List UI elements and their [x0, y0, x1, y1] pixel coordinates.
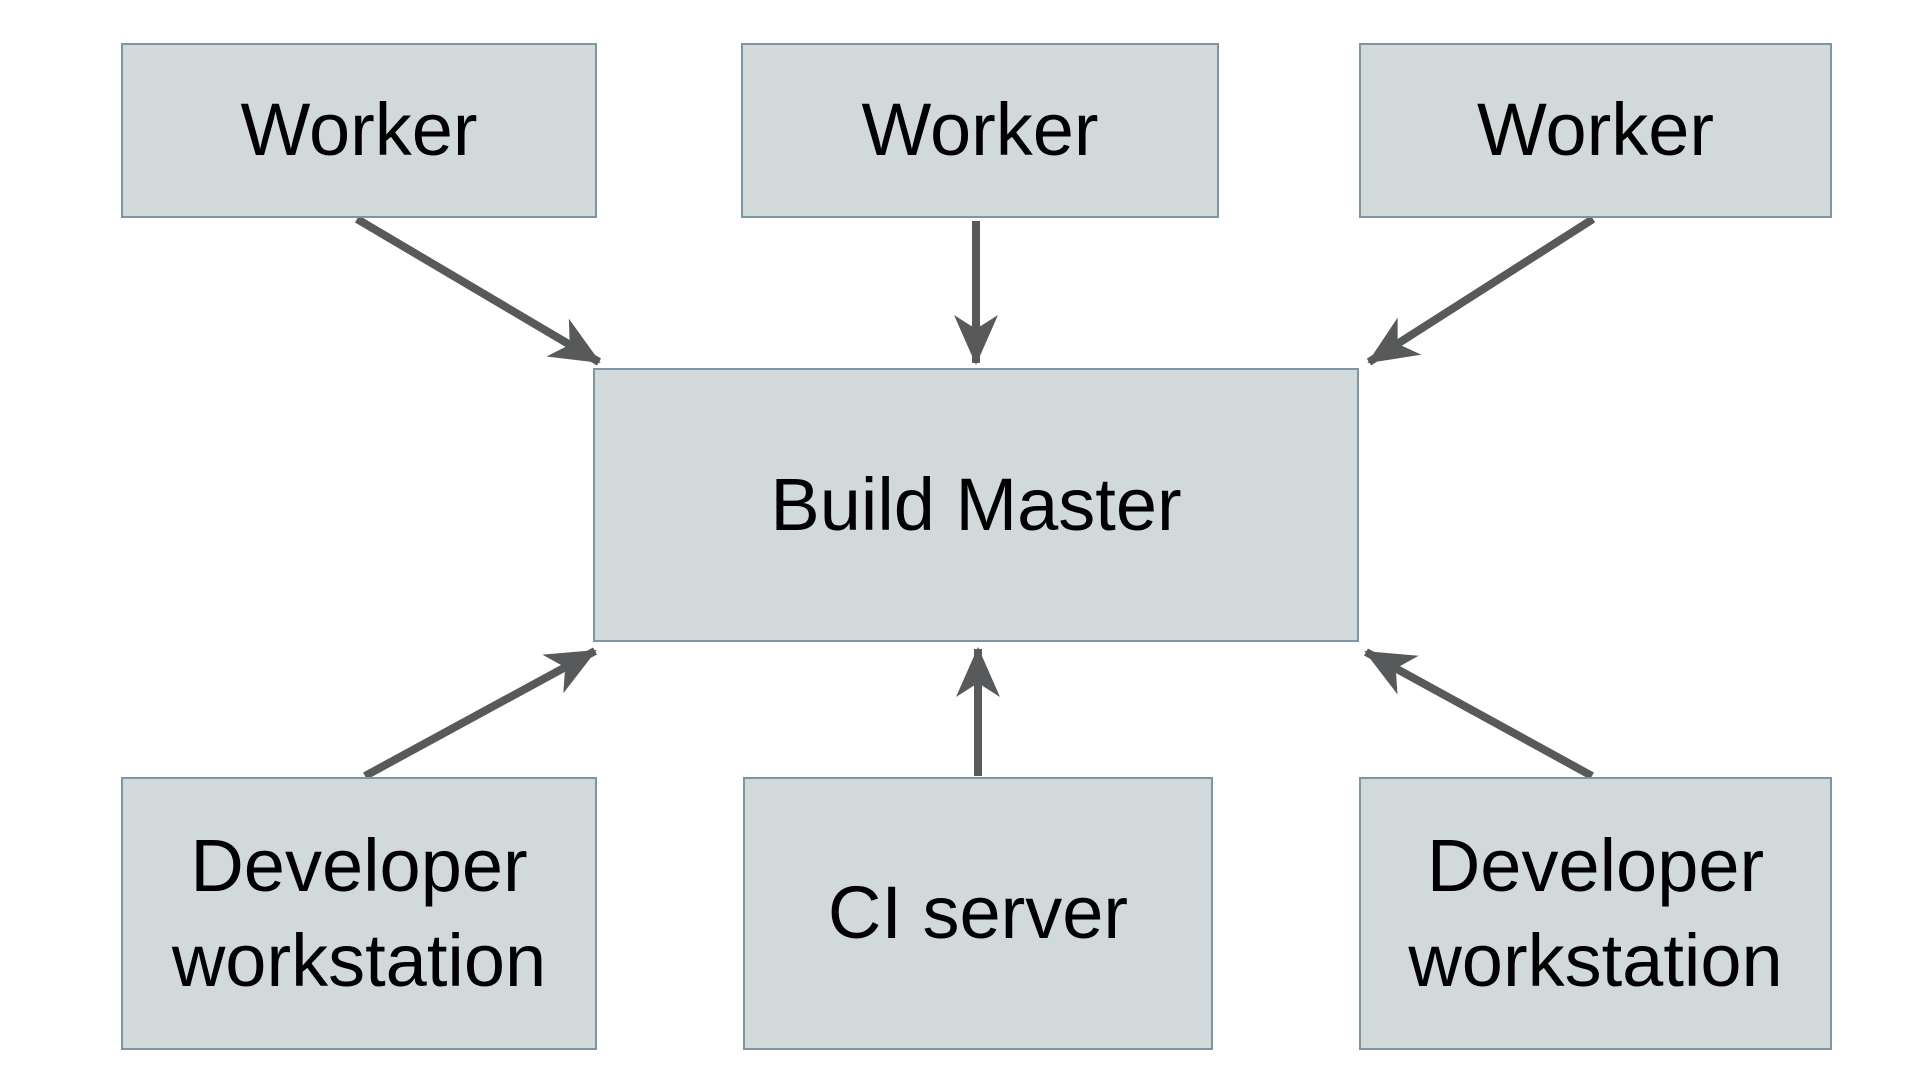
node-label: Developer workstation	[1408, 823, 1783, 1002]
node-build-master: Build Master	[593, 368, 1359, 642]
node-label: Worker	[861, 88, 1099, 172]
arrow-worker-left-to-build-master	[354, 215, 602, 366]
node-worker-middle: Worker	[741, 43, 1219, 218]
node-label: Worker	[240, 88, 478, 172]
node-developer-workstation-left: Developer workstation	[121, 777, 597, 1050]
node-label: Developer workstation	[171, 823, 547, 1002]
arrow-dev-left-to-build-master	[363, 647, 597, 780]
node-worker-left: Worker	[121, 43, 597, 218]
node-label: Worker	[1476, 88, 1715, 172]
arrow-dev-right-to-build-master	[1364, 648, 1594, 780]
node-developer-workstation-right: Developer workstation	[1359, 777, 1832, 1050]
node-ci-server: CI server	[743, 777, 1213, 1050]
arrow-worker-right-to-build-master	[1366, 215, 1596, 366]
node-label: Build Master	[770, 462, 1182, 546]
node-worker-right: Worker	[1359, 43, 1832, 218]
node-label: CI server	[827, 871, 1129, 955]
